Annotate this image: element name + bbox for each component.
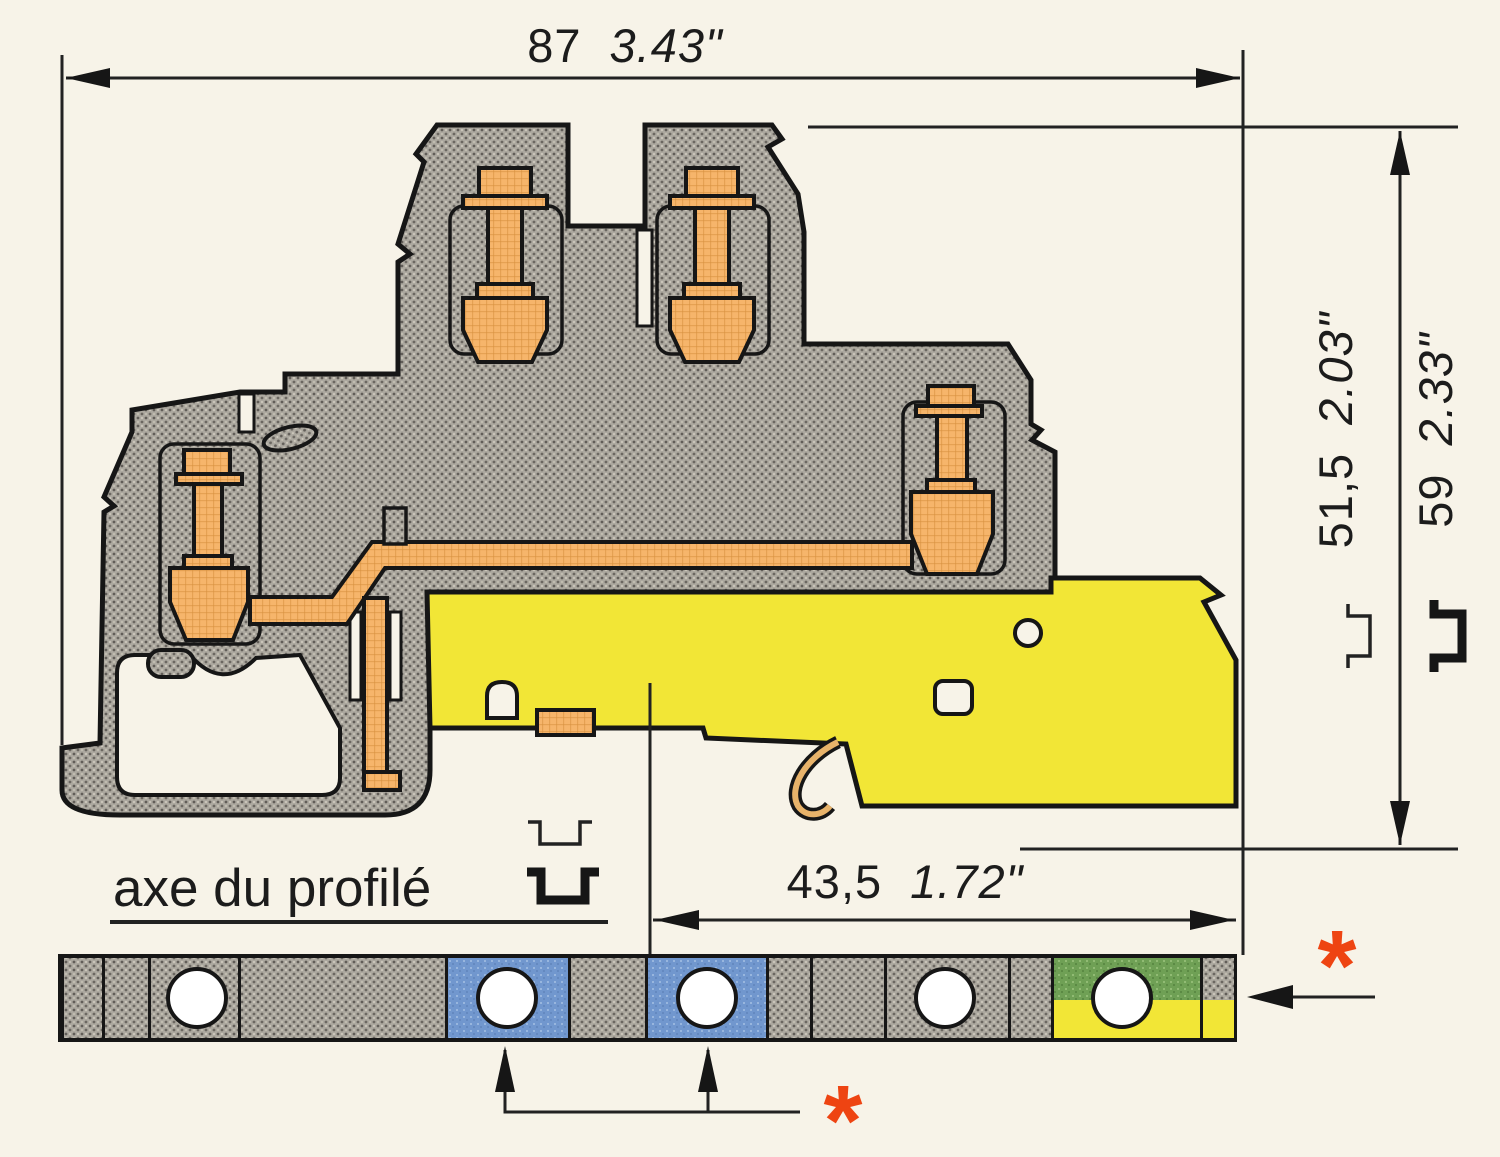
strip-wire-hole: [914, 967, 976, 1029]
strip-wire-hole: [676, 967, 738, 1029]
foot-cavity-tab: [146, 648, 196, 679]
housing-slot-left: [237, 392, 256, 434]
dimension-arrowheads: [66, 68, 1410, 1092]
ground-leg-slot-left: [348, 610, 363, 702]
strip-end-yellow: [1203, 1000, 1234, 1038]
ground-plate-square-hole: [933, 679, 974, 716]
strip-segment-gray: [813, 958, 884, 1038]
bus-bar: [248, 540, 914, 626]
copper-conductors: [168, 166, 995, 792]
strip-segment-gray: [1011, 958, 1051, 1038]
ground-leg-slot-right: [388, 610, 403, 702]
screw-terminal-lower-left: [168, 448, 250, 642]
strip-segment-gray: [571, 958, 645, 1038]
screw-terminal-top-right: [668, 166, 756, 364]
screw-terminal-top-left: [461, 166, 549, 364]
strip-wire-hole: [1091, 967, 1153, 1029]
rail-axis-label: axe du profilé: [113, 859, 431, 918]
body-gray-silhouette: [59, 122, 1058, 818]
strip-end-gray: [1203, 958, 1234, 1000]
ground-plate: [424, 575, 1239, 821]
housing-slot-center: [635, 228, 654, 328]
ground-leg-foot: [362, 770, 402, 792]
strip-segment-gray: [241, 958, 445, 1038]
rail-strip-top-view: [58, 954, 1237, 1042]
terminal-body-cross-section: [59, 122, 1058, 818]
rail-profile-icon: [527, 820, 599, 905]
dim-height-total-text: 592.33": [1409, 331, 1462, 528]
ground-leg: [362, 596, 389, 792]
housing-vent-slot: [261, 423, 319, 453]
rail-profile-icon-rotated: [1346, 600, 1467, 672]
dim-height-upper-text: 51,52.03": [1309, 310, 1362, 548]
ground-plate-body: [424, 575, 1239, 809]
foot-cavity: [115, 652, 342, 797]
footnote-asterisk-bottom: *: [824, 1065, 863, 1157]
strip-wire-hole: [166, 967, 228, 1029]
clamp-cavity-lower-left: [158, 442, 262, 646]
ground-plate-dhole: [485, 679, 519, 720]
pitch-bracket: [503, 1050, 800, 1114]
strip-segment-gray: [769, 958, 810, 1038]
strip-segment-gray: [105, 958, 148, 1038]
strip-wire-hole: [476, 967, 538, 1029]
partition-tab: [382, 506, 408, 546]
footnote-asterisk-right: *: [1318, 910, 1357, 1022]
screw-terminal-mid-right: [909, 384, 995, 576]
ground-plate-round-hole: [1013, 618, 1043, 648]
rail-spring-hook-inner: [792, 739, 840, 818]
strip-segment-gray: [64, 958, 102, 1038]
dimension-lines: [60, 50, 1458, 1114]
ground-contact-crimp: [535, 708, 596, 737]
